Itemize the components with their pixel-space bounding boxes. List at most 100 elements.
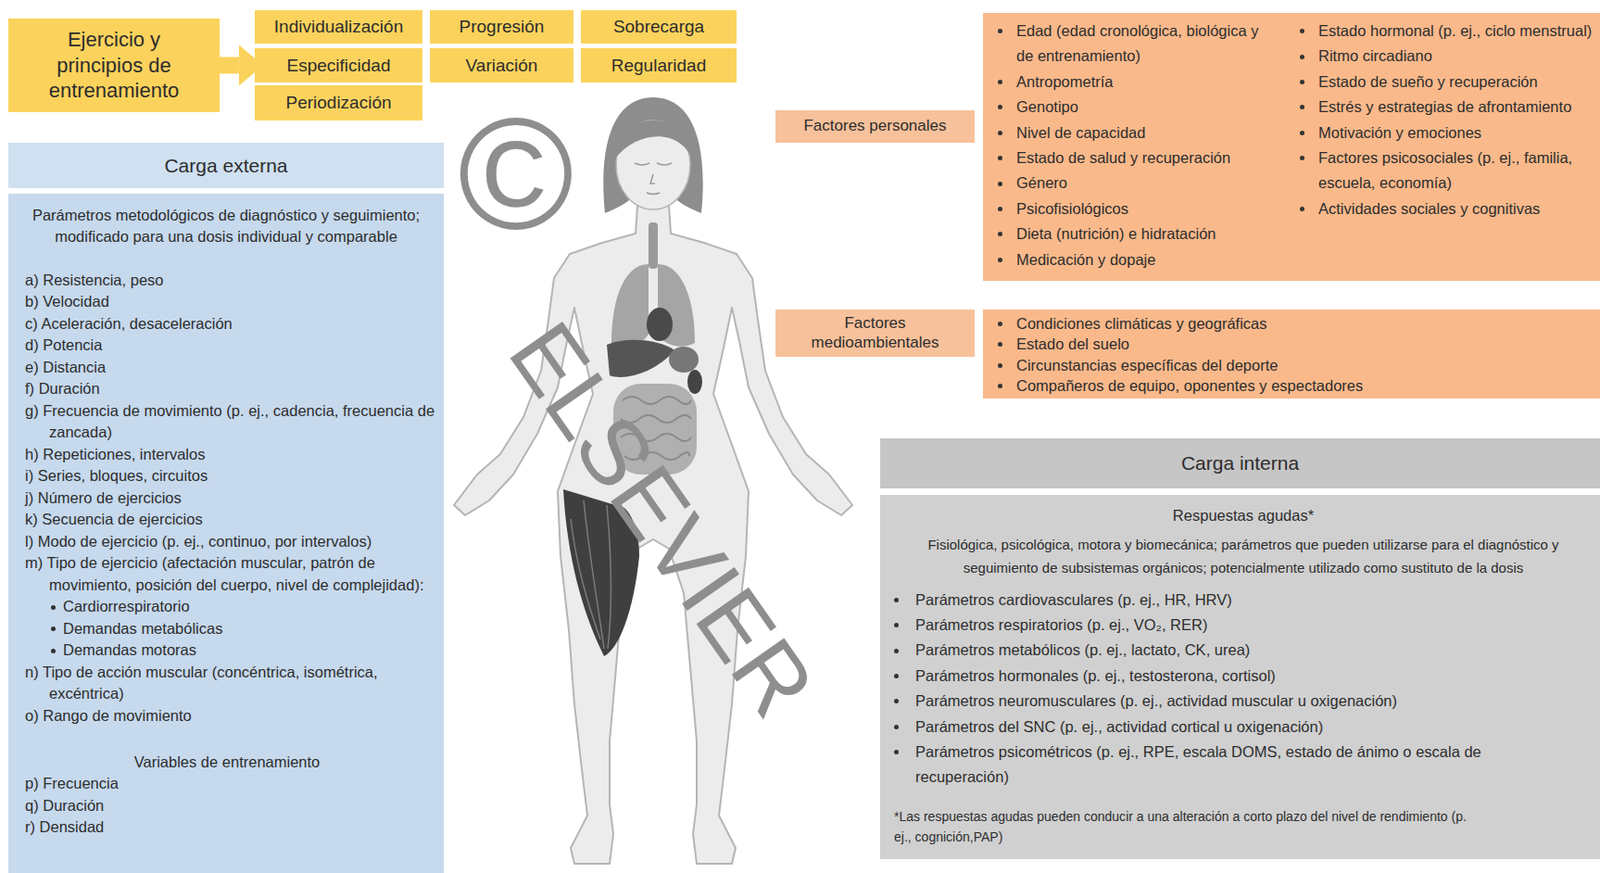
lung (611, 264, 649, 347)
list-item: i) Series, bloques, circuitos (25, 465, 437, 488)
bullet-text: Parámetros respiratorios (p. ej., VO₂, R… (915, 612, 1208, 638)
bullet-item: Demandas metabólicas (25, 617, 437, 641)
panel-subtitle: Parámetros metodológicos de diagnóstico … (25, 204, 437, 247)
bullet-item: Genotipo (997, 94, 1267, 120)
factor-label: Factores medioambientales (775, 309, 975, 357)
principle-box: Periodización (254, 85, 423, 121)
bullet-dot (894, 724, 899, 730)
box-label: Sobrecarga (613, 16, 705, 38)
bullet-text: Estado de salud y recuperación (1016, 145, 1231, 171)
bullet-text: Genotipo (1016, 94, 1079, 120)
bullet-item: Parámetros respiratorios (p. ej., VO₂, R… (894, 612, 1593, 638)
principle-box: Progresión (429, 10, 574, 44)
panel-description: Fisiológica, psicológica, motora y biome… (894, 533, 1593, 580)
bullet-text: Parámetros metabólicos (p. ej., lactato,… (915, 637, 1250, 663)
bullet-item: Parámetros psicométricos (p. ej., RPE, e… (894, 739, 1593, 791)
bullet-dot (997, 104, 1003, 110)
list-item: b) Velocidad (25, 290, 437, 314)
muscle-lines (570, 500, 612, 649)
bullet-item: Demandas motoras (25, 639, 437, 662)
bullet-text: Parámetros del SNC (p. ej., actividad co… (915, 714, 1323, 740)
bullet-text: Factores psicosociales (p. ej., familia,… (1318, 145, 1595, 197)
bullet-dot (997, 181, 1003, 187)
bullet-dot (50, 604, 56, 610)
section-header: Carga interna (880, 438, 1600, 489)
bullet-text: Compañeros de equipo, oponentes y espect… (1016, 375, 1363, 396)
bullet-dot (894, 749, 899, 755)
list-item: o) Rango de movimiento (25, 705, 437, 728)
list-item: e) Distancia (25, 356, 437, 379)
closed-eyes (634, 163, 672, 195)
bullet-text: Estado de sueño y recuperación (1318, 69, 1538, 95)
bullet-text: Psicofisiológicos (1016, 196, 1129, 222)
bullet-item: Parámetros cardiovasculares (p. ej., HR,… (894, 587, 1593, 613)
bullet-dot (894, 698, 899, 704)
heart (646, 307, 673, 341)
list-item: p) Frecuencia (25, 772, 437, 795)
bullet-text: Cardiorrespiratorio (62, 595, 190, 618)
bullet-item: Condiciones climáticas y geográficas (997, 313, 1593, 334)
bullet-dot (50, 648, 56, 654)
bullet-item: Ritmo circadiano (1299, 43, 1595, 69)
bullet-item: Parámetros metabólicos (p. ej., lactato,… (894, 637, 1593, 663)
list-item: r) Densidad (25, 816, 437, 839)
list-item: a) Resistencia, peso (25, 269, 437, 292)
list-item: n) Tipo de acción muscular (concéntrica,… (25, 661, 437, 706)
bullet-dot (997, 155, 1003, 161)
kidney (687, 369, 703, 394)
bullet-item: Parámetros del SNC (p. ej., actividad co… (894, 714, 1593, 740)
list-item: m) Tipo de ejercicio (afectación muscula… (25, 552, 437, 596)
principle-box: Variación (429, 48, 574, 83)
box-label: Regularidad (611, 55, 706, 76)
bullet-item: Psicofisiológicos (997, 196, 1267, 222)
bullet-dot (997, 257, 1003, 263)
bullet-dot (1299, 206, 1305, 212)
bullet-text: Circunstancias específicas del deporte (1016, 354, 1278, 376)
bullet-text: Estado hormonal (p. ej., ciclo menstrual… (1318, 18, 1592, 44)
concept-box: Ejercicio y principios de entrenamiento (8, 18, 220, 113)
principle-box: Regularidad (580, 48, 737, 83)
group-heading: Variables de entrenamiento (25, 751, 437, 774)
list-column: Estado hormonal (p. ej., ciclo menstrual… (1299, 18, 1595, 222)
bullet-dot (997, 231, 1003, 237)
bullet-dot (1299, 104, 1305, 110)
bullet-dot (894, 622, 899, 628)
bullet-item: Edad (edad cronológica, biológica y de e… (997, 18, 1267, 70)
bullet-dot (997, 321, 1003, 327)
bullet-text: Parámetros neuromusculares (p. ej., acti… (915, 688, 1398, 714)
factor-label: Factores personales (775, 110, 975, 143)
publisher-watermark: ELSEVIER (494, 306, 831, 731)
bullet-item: Estado del suelo (997, 333, 1593, 354)
list-item: q) Duración (25, 794, 437, 818)
bullet-dot (50, 626, 56, 631)
bullet-text: Estrés y estrategias de afrontamiento (1318, 94, 1572, 120)
footnote: *Las respuestas agudas pueden conducir a… (894, 806, 1478, 847)
trachea (648, 222, 658, 269)
list-panel: Parámetros metodológicos de diagnóstico … (8, 193, 444, 873)
bullet-dot (997, 28, 1003, 34)
list-item: k) Secuencia de ejercicios (25, 508, 437, 531)
body-silhouette (453, 205, 853, 864)
bullet-dot (1299, 54, 1305, 60)
bullet-dot (894, 597, 899, 603)
list-item: d) Potencia (25, 334, 437, 357)
bullet-text: Edad (edad cronológica, biológica y de e… (1016, 18, 1267, 70)
bullet-item: Cardiorrespiratorio (25, 595, 437, 618)
bullet-item: Estado de salud y recuperación (997, 145, 1267, 171)
thigh-muscles (563, 489, 640, 656)
section-header: Carga externa (8, 142, 444, 189)
bullet-item: Antropometría (997, 69, 1267, 95)
bullet-item: Circunstancias específicas del deporte (997, 354, 1593, 376)
bullet-text: Condiciones climáticas y geográficas (1016, 313, 1268, 334)
list-item: f) Duración (25, 377, 437, 401)
stomach (668, 346, 699, 373)
list-item: j) Número de ejercicios (25, 487, 437, 510)
bullet-text: Demandas metabólicas (62, 617, 223, 641)
copyright-watermark: © (457, 95, 574, 253)
panel-subtitle: Respuestas agudas* (894, 505, 1593, 526)
factor-list: Edad (edad cronológica, biológica y de e… (982, 12, 1600, 281)
principle-box: Especificidad (254, 48, 423, 83)
bullet-dot (1299, 130, 1305, 136)
box-label: Periodización (285, 92, 391, 114)
list-item: l) Modo de ejercicio (p. ej., continuo, … (25, 530, 437, 554)
